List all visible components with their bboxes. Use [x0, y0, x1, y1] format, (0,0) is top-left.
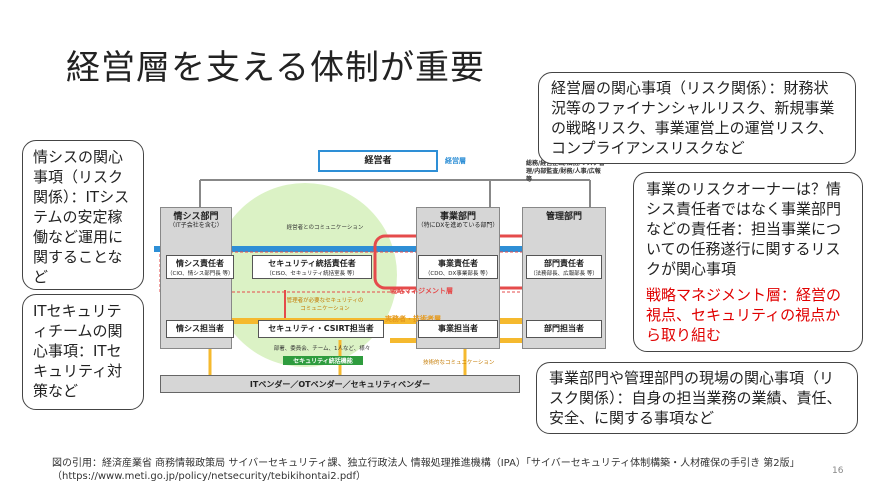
callout-text: 事業部門や管理部門の現場の関心事項（リスク関係）：自身の担当業務の業績、責任、安…	[549, 369, 842, 427]
resp-name: 情シス責任者	[176, 259, 224, 268]
resp-name: セキュリティ統括責任者	[268, 259, 356, 268]
dept-name: 情シス部門	[173, 212, 219, 222]
resp-info-systems: 情シス責任者 （CIO、情シス部門長 等）	[166, 255, 234, 279]
technical-comm-note: 技術的なコミュニケーション	[423, 360, 495, 366]
resp-sub: （CDO、DX事業部長 等）	[424, 271, 492, 277]
strategy-layer-label: 戦略マネジメント層	[390, 287, 453, 295]
callout-executive-interest: 経営層の関心事項（リスク関係）：財務状況等のファイナンシャルリスク、新規事業の戦…	[538, 72, 856, 164]
staff-info-systems: 情シス担当者	[166, 320, 234, 338]
staff-management: 部門担当者	[526, 320, 602, 338]
callout-field-interest: 事業部門や管理部門の現場の関心事項（リスク関係）：自身の担当業務の業績、責任、安…	[536, 362, 858, 434]
slide-title: 経営層を支える体制が重要	[66, 48, 485, 88]
dept-sub: （IT子会社を含む）	[169, 222, 223, 229]
executive-band	[154, 246, 604, 252]
resp-name: 部門責任者	[544, 259, 584, 268]
resp-sub: （CISO、セキュリティ統括室長 等）	[266, 271, 358, 277]
staff-security-csirt: セキュリティ・CSIRT担当者	[258, 320, 384, 338]
guideline-note: 経営者とのコミュニケーション	[286, 225, 364, 231]
footnote-line2: （https://www.meti.go.jp/policy/netsecuri…	[52, 471, 367, 482]
callout-text: 事業のリスクオーナーは？情シス責任者ではなく事業部門などの責任者：担当事業につい…	[646, 180, 842, 278]
practice-comm-note: 部署、委員会、チーム、1人など、様々	[273, 346, 371, 352]
callout-text: 経営層の関心事項（リスク関係）：財務状況等のファイナンシャルリスク、新規事業の戦…	[551, 79, 835, 157]
staff-business: 事業担当者	[418, 320, 498, 338]
dept-sub: （特にDXを進めている部門）	[417, 222, 499, 229]
dept-name: 管理部門	[545, 212, 582, 222]
callout-info-systems-interest: 情シスの関心事項（リスク関係）：ITシステムの安定稼働など運用に関することなど	[22, 140, 144, 290]
resp-security-head: セキュリティ統括責任者 （CISO、セキュリティ統括室長 等）	[252, 255, 372, 279]
resp-business: 事業責任者 （CDO、DX事業部長 等）	[418, 255, 498, 279]
callout-text: ITセキュリティチームの関心事項：ITセキュリティ対策など	[33, 302, 123, 400]
resp-management: 部門責任者 （法務部長、広報部長 等）	[526, 255, 602, 279]
mgmt-comm-note: 管理者が必要なセキュリティのコミュニケーション	[286, 298, 364, 312]
resp-sub: （CIO、情シス部門長 等）	[167, 271, 234, 277]
footnote: 図の引用：経済産業省 商務情報政策局 サイバーセキュリティ課、独立行政法人 情報…	[52, 457, 800, 483]
executive-layer-label: 経営層	[445, 157, 466, 165]
dept-name: 事業部門	[439, 212, 476, 222]
practice-layer-label: 実務者・技術者層	[385, 315, 441, 323]
executive-label: 経営者	[320, 152, 436, 170]
resp-name: 事業責任者	[438, 259, 478, 268]
page-number: 16	[832, 466, 844, 476]
callout-text: 情シスの関心事項（リスク関係）：ITシステムの安定稼働など運用に関することなど	[33, 148, 130, 286]
callout-it-security-interest: ITセキュリティチームの関心事項：ITセキュリティ対策など	[22, 294, 144, 410]
csirt-function-label: セキュリティ統括機能	[283, 356, 363, 365]
callout-risk-owner: 事業のリスクオーナーは？情シス責任者ではなく事業部門などの責任者：担当事業につい…	[633, 172, 863, 352]
callout-red-text: 戦略マネジメント層：経営の視点、セキュリティの視点から取り組む	[646, 286, 842, 344]
resp-sub: （法務部長、広報部長 等）	[530, 271, 598, 277]
footnote-line1: 図の引用：経済産業省 商務情報政策局 サイバーセキュリティ課、独立行政法人 情報…	[52, 458, 800, 469]
executive-box: 経営者	[318, 150, 438, 172]
vendors-bar: ITベンダー／OTベンダー／セキュリティベンダー	[160, 375, 520, 393]
